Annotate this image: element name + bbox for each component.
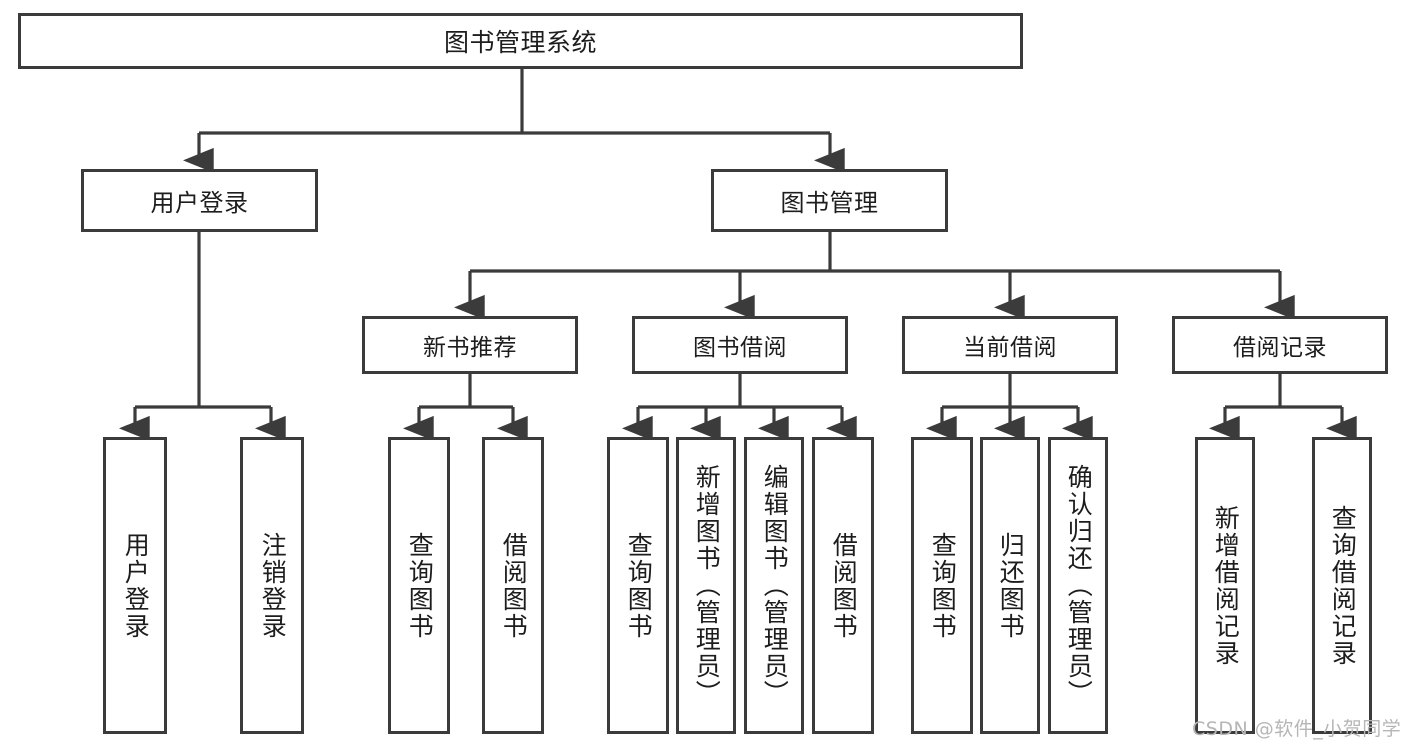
node-leaf-query-record[interactable]: 查询借阅记录 <box>1312 437 1372 734</box>
node-user-login-label: 用户登录 <box>150 189 249 217</box>
node-leaf-add-record[interactable]: 新增借阅记录 <box>1195 437 1255 734</box>
node-root[interactable]: 图书管理系统 <box>18 13 1023 69</box>
node-book-manage[interactable]: 图书管理 <box>711 169 948 232</box>
node-leaf-user-login[interactable]: 用户登录 <box>103 437 167 734</box>
node-leaf-logout-label: 注销登录 <box>258 531 288 640</box>
node-leaf-borrow-book-1[interactable]: 借阅图书 <box>482 437 544 734</box>
node-leaf-edit-book-label: 编辑图书（管理员） <box>760 464 790 707</box>
node-user-login[interactable]: 用户登录 <box>81 169 318 232</box>
node-leaf-return-book-label: 归还图书 <box>996 531 1026 640</box>
node-book-borrow[interactable]: 图书借阅 <box>632 316 848 374</box>
node-leaf-add-book-label: 新增图书（管理员） <box>692 464 722 707</box>
node-leaf-add-book[interactable]: 新增图书（管理员） <box>676 437 736 734</box>
node-leaf-query-book-3[interactable]: 查询图书 <box>911 437 973 734</box>
node-new-book-rec-label: 新书推荐 <box>423 335 517 361</box>
node-leaf-borrow-book-2-label: 借阅图书 <box>829 531 859 640</box>
node-leaf-query-book-2[interactable]: 查询图书 <box>607 437 669 734</box>
node-borrow-record[interactable]: 借阅记录 <box>1172 316 1388 374</box>
node-leaf-borrow-book-2[interactable]: 借阅图书 <box>812 437 874 734</box>
node-borrow-record-label: 借阅记录 <box>1233 335 1327 361</box>
node-leaf-borrow-book-1-label: 借阅图书 <box>499 531 529 640</box>
node-current-borrow[interactable]: 当前借阅 <box>902 316 1118 374</box>
node-leaf-query-record-label: 查询借阅记录 <box>1328 504 1358 667</box>
node-book-manage-label: 图书管理 <box>780 189 879 217</box>
watermark-text: CSDN @软件_小贺同学 <box>1192 718 1402 740</box>
node-leaf-add-record-label: 新增借阅记录 <box>1211 504 1241 667</box>
node-leaf-logout[interactable]: 注销登录 <box>240 437 304 734</box>
node-leaf-confirm-return[interactable]: 确认归还（管理员） <box>1048 437 1108 734</box>
node-leaf-edit-book[interactable]: 编辑图书（管理员） <box>744 437 804 734</box>
node-leaf-confirm-return-label: 确认归还（管理员） <box>1064 464 1094 707</box>
node-leaf-query-book-3-label: 查询图书 <box>928 531 958 640</box>
node-leaf-query-book-2-label: 查询图书 <box>624 531 654 640</box>
node-book-borrow-label: 图书借阅 <box>693 335 787 361</box>
node-leaf-user-login-label: 用户登录 <box>121 531 151 640</box>
node-leaf-query-book-1-label: 查询图书 <box>405 531 435 640</box>
node-current-borrow-label: 当前借阅 <box>963 335 1057 361</box>
node-root-label: 图书管理系统 <box>443 28 597 57</box>
node-leaf-query-book-1[interactable]: 查询图书 <box>388 437 450 734</box>
node-leaf-return-book[interactable]: 归还图书 <box>980 437 1040 734</box>
node-new-book-rec[interactable]: 新书推荐 <box>362 316 578 374</box>
